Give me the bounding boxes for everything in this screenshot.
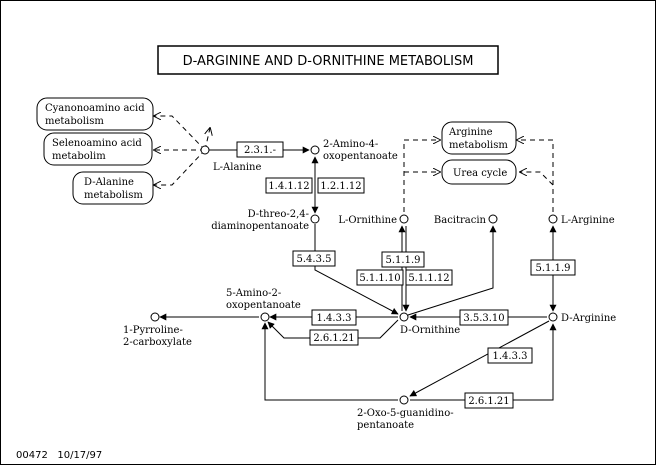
- enzyme-1-4-1-12[interactable]: 1.4.1.12: [265, 177, 313, 194]
- map-cyanoamino-line2: metabolism: [45, 116, 104, 127]
- compound-d-ornithine[interactable]: D-Ornithine: [399, 312, 460, 336]
- enzyme-label: 1.2.1.12: [320, 181, 361, 192]
- enzyme-label: 5.1.1.10: [359, 273, 400, 284]
- link-larg-urea: [520, 172, 554, 186]
- enzyme-3-5-3-10[interactable]: 3.5.3.10: [459, 309, 509, 326]
- link-dorn-bacitracin: [407, 225, 497, 316]
- enzyme-label: 1.4.1.12: [268, 181, 309, 192]
- enzyme-label: 2.3.1.-: [244, 145, 276, 156]
- link-darg-oxoguan: [409, 320, 550, 397]
- enzyme-5-1-1-12[interactable]: 5.1.1.12: [405, 269, 453, 286]
- enzyme-1-4-3-3-b[interactable]: 1.4.3.3: [487, 347, 533, 364]
- enzyme-5-1-1-9-a[interactable]: 5.1.1.9: [381, 251, 425, 268]
- compound-label: oxopentanoate: [323, 151, 398, 162]
- map-id-date: 00472 10/17/97: [16, 450, 102, 461]
- link-oxoguan-amino5oxo: [261, 322, 398, 401]
- map-selenoamino-line1: Selenoamino acid: [52, 138, 142, 149]
- compound-l-alanine[interactable]: L-Alanine: [200, 145, 261, 173]
- compound-bacitracin[interactable]: Bacitracin: [434, 214, 498, 226]
- link-alanine-dalanine: [154, 149, 206, 185]
- compound-label: 2-Amino-4-: [323, 139, 378, 150]
- compound-d-arginine[interactable]: D-Arginine: [548, 312, 616, 324]
- enzyme-1-2-1-12[interactable]: 1.2.1.12: [317, 177, 365, 194]
- compound-label: 2-Oxo-5-guanidino-: [357, 408, 454, 419]
- link-dthreo-dornithine: [314, 224, 399, 315]
- map-arginine[interactable]: Arginine metabolism: [441, 121, 517, 155]
- map-cyanoamino-line1: Cyanonoamino acid: [45, 103, 145, 114]
- compound-label: L-Alanine: [213, 162, 261, 173]
- map-selenoamino[interactable]: Selenoamino acid metabolim: [43, 132, 153, 166]
- compound-5-amino-2-oxopentanoate[interactable]: 5-Amino-2- oxopentanoate: [226, 288, 301, 322]
- compound-label: L-Ornithine: [338, 215, 397, 226]
- map-dalanine-line1: D-Alanine: [84, 177, 134, 188]
- compound-label: D-threo-2,4-: [248, 209, 309, 220]
- compound-label: diaminopentanoate: [211, 221, 309, 232]
- diagram-title: D-ARGININE AND D-ORNITHINE METABOLISM: [183, 54, 474, 69]
- map-urea[interactable]: Urea cycle: [441, 159, 517, 185]
- enzyme-2-6-1-21-a[interactable]: 2.6.1.21: [309, 329, 359, 346]
- compound-label: D-Arginine: [561, 313, 616, 324]
- map-dalanine[interactable]: D-Alanine metabolism: [72, 171, 154, 205]
- enzyme-1-4-3-3-a[interactable]: 1.4.3.3: [311, 309, 357, 326]
- compound-label: L-Arginine: [561, 215, 615, 226]
- enzyme-5-4-3-5[interactable]: 5.4.3.5: [292, 250, 336, 267]
- compound-1-pyrroline-2-carboxylate[interactable]: 1-Pyrroline- 2-carboxylate: [123, 312, 192, 348]
- compound-label: 1-Pyrroline-: [123, 325, 183, 336]
- enzyme-label: 5.1.1.9: [386, 255, 421, 266]
- enzyme-5-1-1-10[interactable]: 5.1.1.10: [356, 269, 404, 286]
- compound-l-arginine[interactable]: L-Arginine: [548, 214, 615, 226]
- compound-label: oxopentanoate: [226, 300, 301, 311]
- title-box: D-ARGININE AND D-ORNITHINE METABOLISM: [157, 45, 499, 75]
- compound-2-amino-4-oxopentanoate[interactable]: 2-Amino-4- oxopentanoate: [310, 139, 398, 162]
- map-cyanoamino[interactable]: Cyanonoamino acid metabolism: [36, 97, 154, 131]
- enzyme-label: 5.1.1.12: [408, 273, 449, 284]
- compound-d-threo-diaminopentanoate[interactable]: D-threo-2,4- diaminopentanoate: [211, 209, 320, 232]
- link-lorn-arginine-map: [403, 140, 440, 212]
- map-dalanine-line2: metabolism: [84, 190, 143, 201]
- map-arginine-line2: metabolism: [449, 140, 508, 151]
- compound-label: 2-carboxylate: [123, 337, 192, 348]
- link-oxoguan-darg: [410, 323, 557, 401]
- compound-label: Bacitracin: [434, 215, 487, 226]
- enzyme-5-1-1-9-b[interactable]: 5.1.1.9: [530, 259, 576, 276]
- compound-l-ornithine[interactable]: L-Ornithine: [338, 214, 409, 226]
- enzyme-2-3-1[interactable]: 2.3.1.-: [236, 141, 284, 158]
- enzyme-label: 1.4.3.3: [317, 313, 352, 324]
- compound-label: pentanoate: [357, 420, 414, 431]
- enzyme-label: 5.4.3.5: [297, 254, 332, 265]
- link-alanine-cyanoamino: [154, 116, 206, 151]
- enzyme-label: 2.6.1.21: [313, 333, 354, 344]
- link-larg-arginine-map: [517, 140, 554, 212]
- enzyme-label: 1.4.3.3: [493, 351, 528, 362]
- map-selenoamino-line2: metabolim: [52, 151, 106, 162]
- enzyme-label: 2.6.1.21: [468, 396, 509, 407]
- map-urea-line1: Urea cycle: [453, 168, 507, 179]
- enzyme-2-6-1-21-b[interactable]: 2.6.1.21: [464, 392, 514, 409]
- enzyme-label: 5.1.1.9: [536, 263, 571, 274]
- compound-2-oxo-5-guanidinopentanoate[interactable]: 2-Oxo-5-guanidino- pentanoate: [357, 395, 454, 431]
- enzyme-label: 3.5.3.10: [463, 313, 504, 324]
- compound-label: 5-Amino-2-: [226, 288, 281, 299]
- map-arginine-line1: Arginine: [448, 127, 493, 138]
- compound-label: D-Ornithine: [400, 325, 460, 336]
